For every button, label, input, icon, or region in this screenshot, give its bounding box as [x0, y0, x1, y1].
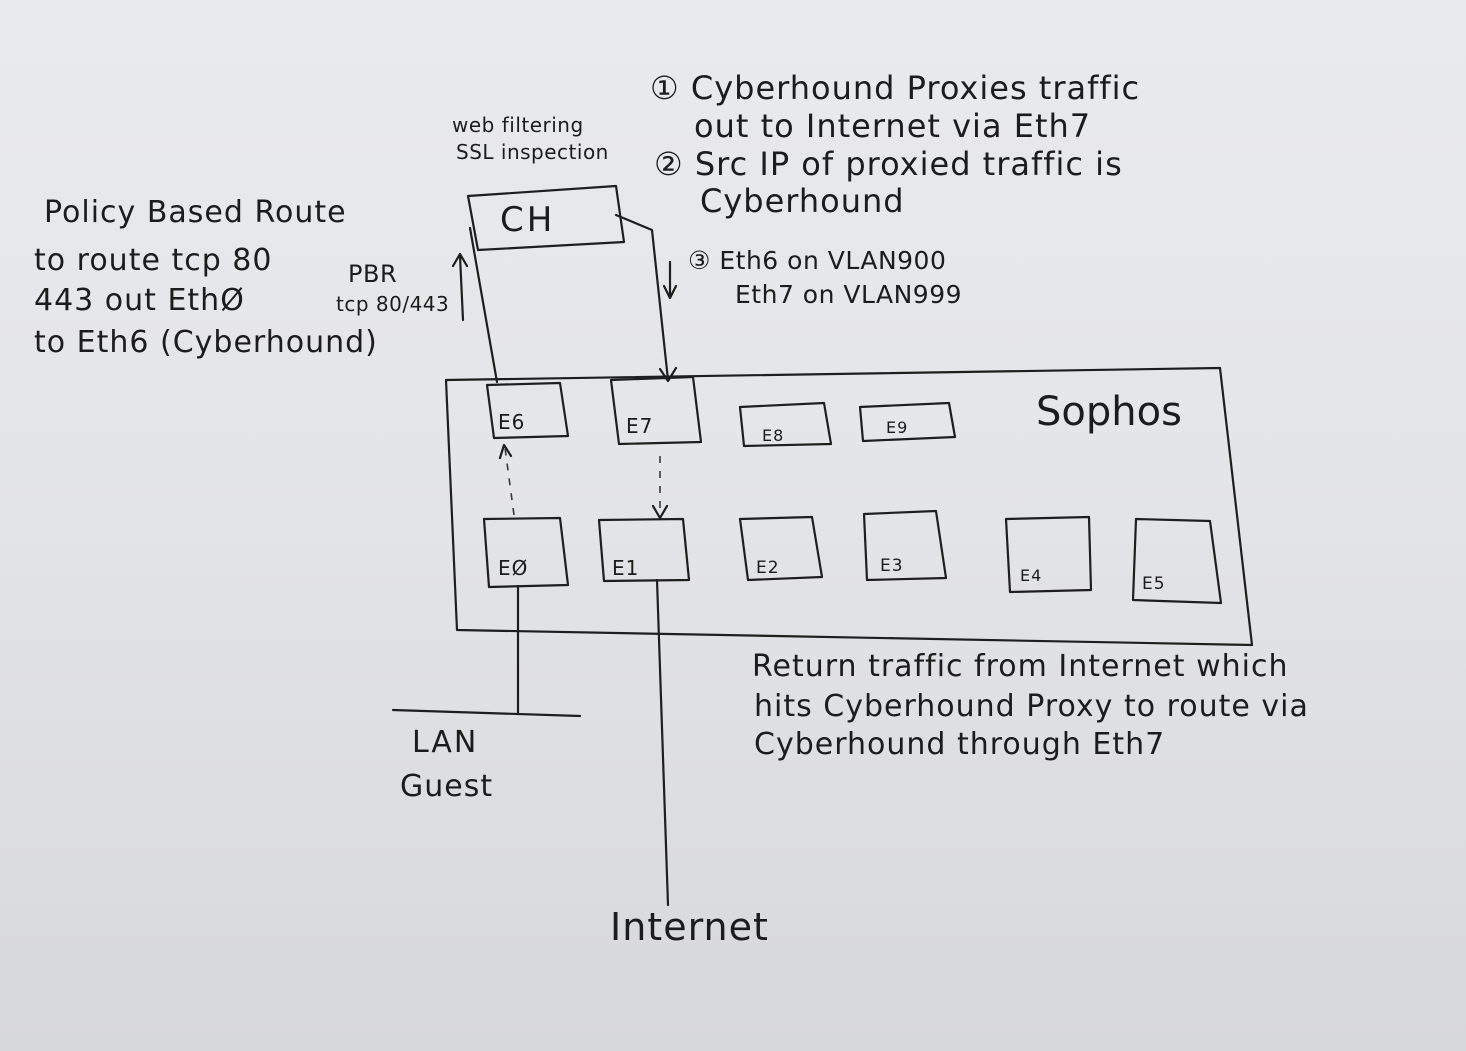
port-e9-label: E9 — [886, 418, 909, 437]
cyberhound-label: CH — [500, 200, 556, 240]
lan-bus-line — [391, 708, 582, 718]
internet-label: Internet — [610, 905, 769, 949]
port-e6-label: E6 — [498, 410, 526, 434]
pbr-line3: 443 out EthØ — [34, 283, 245, 318]
port-e5-label: E5 — [1142, 574, 1166, 594]
return-line2: hits Cyberhound Proxy to route via — [754, 689, 1309, 724]
pbr-line1: Policy Based Route — [44, 195, 347, 230]
e0-to-e6-dashed — [504, 447, 515, 516]
step2-line2: Cyberhound — [700, 182, 905, 220]
ch-role-line2: SSL inspection — [456, 140, 609, 164]
pbr-line4: to Eth6 (Cyberhound) — [34, 325, 378, 360]
port-e3-box — [862, 509, 948, 582]
return-down-arrow — [662, 260, 678, 300]
port-e9-box — [858, 401, 957, 443]
port-e7-label: E7 — [626, 414, 654, 438]
pbr-short-line2: tcp 80/443 — [336, 292, 450, 316]
port-e8-label: E8 — [762, 426, 785, 445]
port-e8-box — [738, 401, 833, 448]
step1-line1: ① Cyberhound Proxies traffic — [650, 69, 1141, 107]
sophos-label: Sophos — [1036, 389, 1182, 435]
step2-line1: ② Src IP of proxied traffic is — [654, 145, 1123, 183]
e0-to-e6-dashed-head — [498, 443, 513, 460]
port-e0-box — [482, 516, 570, 589]
e1-to-internet-line — [655, 578, 670, 907]
pbr-up-arrow — [451, 252, 469, 322]
port-e2-box — [738, 515, 824, 582]
cyberhound-box — [466, 184, 626, 252]
e7-to-e1-dashed-head — [651, 504, 669, 520]
port-e7-box — [609, 375, 703, 446]
port-e3-label: E3 — [880, 556, 904, 576]
sophos-box — [444, 366, 1254, 647]
port-e4-box — [1004, 515, 1093, 594]
lan-label: LAN — [412, 725, 479, 760]
port-e1-label: E1 — [612, 556, 640, 580]
return-line3: Cyberhound through Eth7 — [754, 727, 1166, 762]
ch-to-e7-line — [614, 213, 678, 383]
return-line1: Return traffic from Internet which — [752, 649, 1289, 684]
guest-label: Guest — [400, 769, 494, 804]
ch-role-line1: web filtering — [452, 113, 584, 137]
port-e0-label: EØ — [498, 556, 529, 580]
pbr-short-line1: PBR — [348, 260, 398, 288]
e6-to-ch-line — [468, 226, 499, 384]
port-e6-box — [485, 381, 570, 440]
port-e1-box — [597, 517, 691, 583]
port-e2-label: E2 — [756, 558, 780, 578]
step3-line1: ③ Eth6 on VLAN900 — [688, 246, 947, 275]
port-e4-label: E4 — [1020, 566, 1043, 585]
step1-line2: out to Internet via Eth7 — [694, 107, 1092, 145]
step3-line2: Eth7 on VLAN999 — [735, 280, 963, 309]
pbr-line2: to route tcp 80 — [34, 243, 273, 278]
port-e5-box — [1131, 517, 1223, 605]
